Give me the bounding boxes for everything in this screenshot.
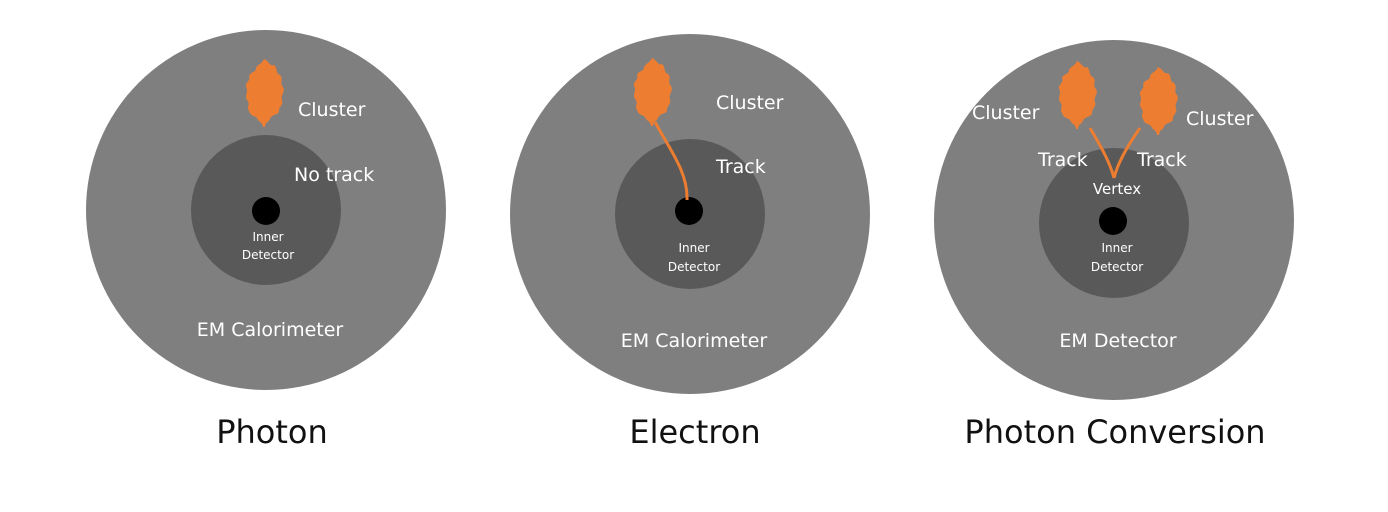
electron-caption: Electron bbox=[629, 413, 760, 451]
electron-diagram: Cluster Track Inner Detector EM Calorime… bbox=[510, 34, 870, 451]
photon-diagram: Cluster No track Inner Detector EM Calor… bbox=[86, 30, 446, 451]
right-track-label: Track bbox=[1136, 149, 1187, 171]
left-cluster-label: Cluster bbox=[972, 102, 1040, 124]
left-track-label: Track bbox=[1037, 149, 1088, 171]
photon-conversion-caption: Photon Conversion bbox=[964, 413, 1265, 451]
right-conversion-track bbox=[1112, 127, 1142, 179]
no-track-label: No track bbox=[294, 164, 374, 186]
right-cluster-label: Cluster bbox=[1186, 108, 1254, 130]
interaction-point bbox=[1099, 207, 1127, 235]
em-calorimeter-label: EM Calorimeter bbox=[197, 319, 344, 341]
inner-detector-label-line2: Detector bbox=[668, 260, 720, 274]
vertex-label: Vertex bbox=[1093, 180, 1141, 198]
interaction-point bbox=[675, 197, 703, 225]
inner-detector-label-line2: Detector bbox=[1091, 260, 1143, 274]
inner-detector-label-line1: Inner bbox=[252, 230, 283, 244]
cluster-label: Cluster bbox=[716, 92, 784, 114]
inner-detector-label-line1: Inner bbox=[1101, 241, 1132, 255]
inner-detector-label-line1: Inner bbox=[678, 241, 709, 255]
left-conversion-track bbox=[1088, 127, 1116, 179]
track-label: Track bbox=[715, 156, 766, 178]
photon-conversion-diagram: Cluster Cluster Track Track Vertex Inner… bbox=[934, 40, 1294, 451]
em-calorimeter-label: EM Calorimeter bbox=[621, 330, 768, 352]
interaction-point bbox=[252, 197, 280, 225]
electron-track bbox=[653, 121, 689, 201]
cluster-label: Cluster bbox=[298, 99, 366, 121]
em-detector-label: EM Detector bbox=[1059, 330, 1176, 352]
photon-caption: Photon bbox=[216, 413, 328, 451]
inner-detector-label-line2: Detector bbox=[242, 248, 294, 262]
